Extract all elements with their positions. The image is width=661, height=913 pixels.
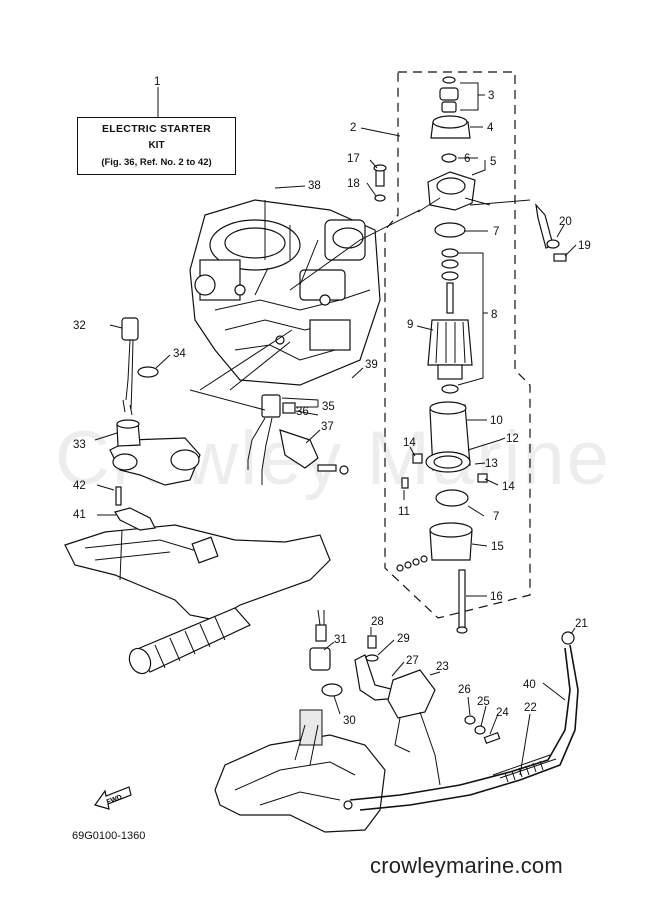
callout-29: 29 [397,633,410,645]
callout-36: 36 [296,406,309,418]
callout-28: 28 [371,616,384,628]
lower-wiring [309,609,579,811]
starter-motor-parts [373,76,567,634]
callout-17: 17 [347,153,360,165]
callout-labels: 1 2 3 4 5 6 7 8 9 10 11 12 13 14 14 7 15… [73,76,591,727]
callout-37: 37 [321,421,334,433]
callout-24: 24 [496,707,509,719]
callout-2: 2 [350,122,356,134]
callout-23: 23 [436,661,449,673]
callout-4: 4 [487,122,494,134]
callout-7-lower: 7 [493,511,499,523]
callout-25: 25 [477,696,490,708]
callout-9: 9 [407,319,413,331]
electric-starter-kit-label: ELECTRIC STARTER KIT (Fig. 36, Ref. No. … [77,117,236,175]
callout-21: 21 [575,618,588,630]
callout-1: 1 [154,76,160,88]
callout-18: 18 [347,178,360,190]
callout-14-left: 14 [403,437,416,449]
relay-wiring [247,394,349,485]
callout-27: 27 [406,655,419,667]
bottom-cowling [214,709,386,833]
left-small-parts [114,317,159,581]
callout-8: 8 [491,309,497,321]
callout-40: 40 [523,679,536,691]
callout-35: 35 [322,401,335,413]
starter-motor-group-outline [384,71,531,619]
steering-bracket [109,437,201,486]
callout-38: 38 [308,180,321,192]
callout-16: 16 [490,591,503,603]
callout-41: 41 [73,509,86,521]
callout-10: 10 [490,415,503,427]
callout-7-upper: 7 [493,226,499,238]
forward-direction-arrow-icon: FWD [94,786,132,810]
footer-website: crowleymarine.com [370,853,563,878]
callout-22: 22 [524,702,537,714]
callout-20: 20 [559,216,572,228]
callout-34: 34 [173,348,186,360]
leader-lines [94,82,577,776]
diagram-code: 69G0100-1360 [72,830,146,842]
callout-3: 3 [488,90,494,102]
callout-33: 33 [73,439,86,451]
callout-5: 5 [490,156,496,168]
kit-label-kit: KIT [148,140,165,151]
kit-label-reference: (Fig. 36, Ref. No. 2 to 42) [101,157,212,168]
callout-26: 26 [458,684,471,696]
callout-15: 15 [491,541,504,553]
callout-19: 19 [578,240,591,252]
callout-12: 12 [506,433,519,445]
callout-6: 6 [464,153,470,165]
tiller-handle [64,524,331,675]
callout-42: 42 [73,480,86,492]
callout-14-right: 14 [502,481,515,493]
callout-30: 30 [343,715,356,727]
callout-13: 13 [485,458,498,470]
callout-39: 39 [365,359,378,371]
callout-32: 32 [73,320,86,332]
powerhead-engine [189,199,381,386]
callout-31: 31 [334,634,347,646]
kit-label-title: ELECTRIC STARTER [101,123,212,135]
callout-11: 11 [398,506,410,518]
